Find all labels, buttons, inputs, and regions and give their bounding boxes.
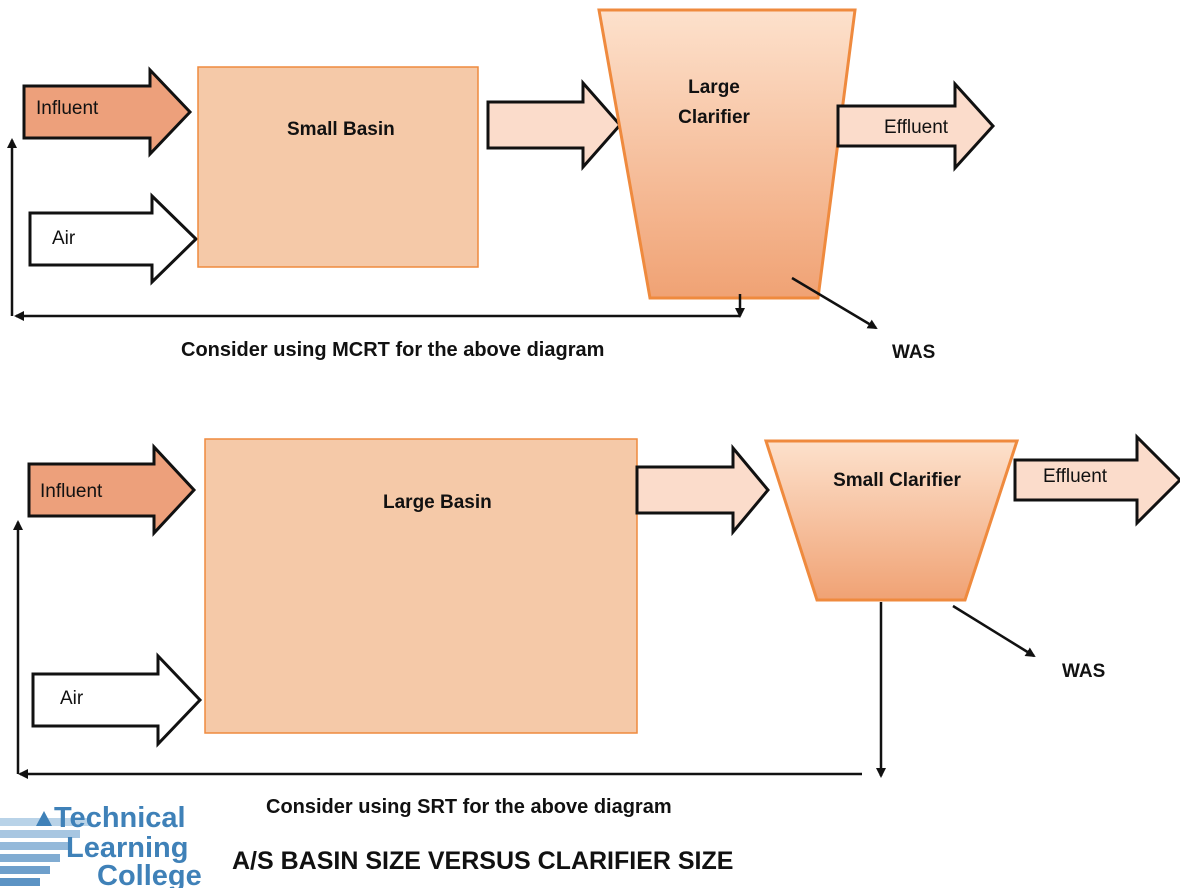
bottom-influent-arrow — [27, 443, 197, 537]
bottom-basin-to-clarifier-arrow — [635, 443, 770, 537]
top-air-label: Air — [52, 228, 76, 249]
top-diagram: Influent Air Small Basin Large Clarifier… — [6, 8, 996, 363]
small-clarifier — [763, 439, 1020, 602]
bottom-effluent-label: Effluent — [1043, 466, 1108, 487]
logo-triangle-icon — [36, 811, 52, 826]
small-clarifier-label: Small Clarifier — [833, 470, 961, 491]
top-was-label: WAS — [892, 342, 935, 363]
technical-learning-college-logo: Technical Learning College — [0, 802, 202, 888]
large-clarifier — [597, 8, 857, 300]
logo-line3: College — [97, 860, 202, 888]
logo-line2: Learning — [66, 832, 188, 864]
bottom-influent-label: Influent — [40, 481, 103, 502]
top-influent-arrow — [22, 66, 193, 158]
bottom-diagram: Influent Air Large Basin Small Clarifier… — [13, 433, 1180, 818]
large-basin — [204, 438, 638, 734]
large-basin-label: Large Basin — [383, 492, 492, 513]
top-basin-to-clarifier-arrow — [486, 79, 622, 171]
bottom-was-arrow — [952, 604, 1036, 658]
small-basin-label: Small Basin — [287, 119, 395, 140]
page-title: A/S BASIN SIZE VERSUS CLARIFIER SIZE — [232, 847, 733, 875]
bottom-effluent-arrow — [1013, 433, 1180, 527]
large-clarifier-label-line2: Clarifier — [678, 107, 750, 128]
top-caption: Consider using MCRT for the above diagra… — [181, 339, 604, 361]
bottom-caption: Consider using SRT for the above diagram — [266, 796, 672, 818]
top-return-sludge-line — [6, 138, 745, 321]
top-air-arrow — [28, 192, 199, 286]
top-effluent-label: Effluent — [884, 117, 949, 138]
bottom-was-label: WAS — [1062, 661, 1105, 682]
top-influent-label: Influent — [36, 98, 99, 119]
bottom-air-arrow — [31, 652, 203, 748]
bottom-air-label: Air — [60, 688, 84, 709]
logo-line1: Technical — [54, 802, 186, 834]
small-basin — [197, 66, 479, 268]
top-effluent-arrow — [836, 80, 996, 172]
top-was-arrow — [791, 276, 878, 330]
bottom-return-sludge-line — [13, 520, 886, 779]
large-clarifier-label-line1: Large — [688, 77, 740, 98]
